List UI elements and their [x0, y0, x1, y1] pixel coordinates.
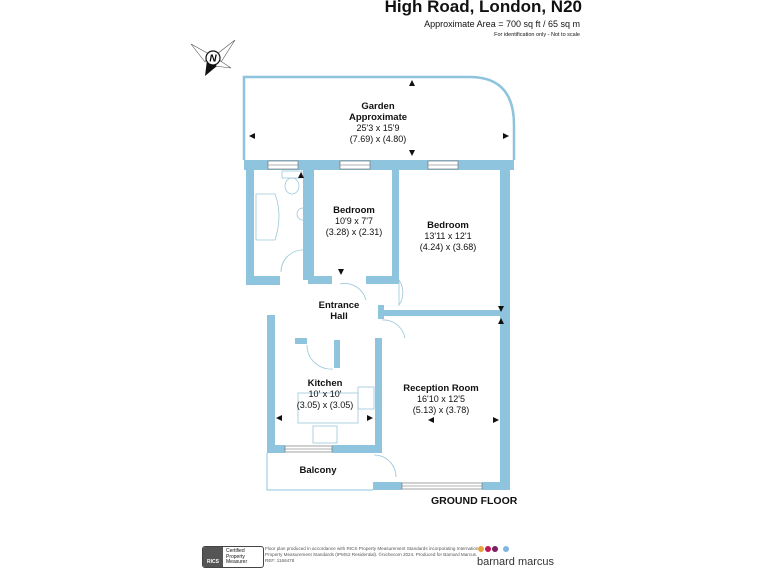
approximate-area: Approximate Area = 700 sq ft / 65 sq m	[424, 19, 580, 29]
fixtures	[255, 170, 406, 478]
dimension-arrows	[249, 80, 509, 423]
windows	[267, 160, 483, 490]
brand-logo-dots	[478, 546, 509, 552]
compass-north-label: N	[209, 54, 217, 65]
floor-label: GROUND FLOOR	[431, 495, 518, 507]
rics-logo: RICS	[203, 547, 223, 567]
disclaimer-note: For identification only - Not to scale	[494, 32, 580, 38]
garden-outline	[242, 75, 516, 160]
property-title: High Road, London, N20	[384, 0, 582, 16]
room-label-balcony: Balcony	[299, 465, 337, 476]
compass-icon: N	[190, 39, 236, 76]
legal-text: Floor plan produced in accordance with R…	[265, 546, 483, 563]
brand-logo: barnard marcus	[477, 556, 555, 568]
balcony-outline	[266, 453, 373, 491]
walls	[244, 160, 514, 490]
